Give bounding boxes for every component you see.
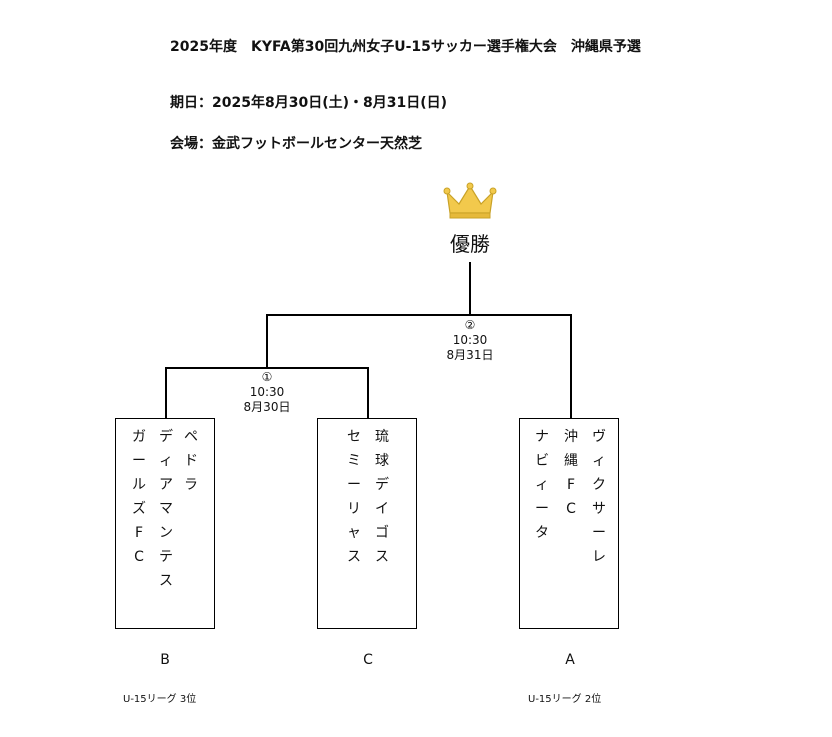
semifinal-match-info: ① 10:30 8月30日 [227,370,307,415]
team-name-char: 琉 [375,429,389,445]
team-name-char: ィ [159,453,173,469]
team-name-char: ル [132,477,146,493]
seed-label-b: B [160,652,170,668]
team-name-char: C [134,549,144,565]
team-name-char: レ [592,549,606,565]
semifinal-left-drop-line [165,367,167,418]
crown-icon [443,182,497,219]
team-name-char: ィ [535,477,549,493]
event-venue: 会場：金武フットボールセンター天然芝 [170,136,422,152]
team-name-char: F [566,477,576,493]
team-name-char: ミ [347,453,361,469]
team-name-char: ィ [592,453,606,469]
team-name-char: ス [159,573,173,589]
league-rank-b: U-15リーグ 3位 [123,694,197,705]
team-name-char: 沖 [564,429,578,445]
final-horizontal-line [266,314,572,316]
team-name-column: ディアマンテス [157,425,175,593]
semifinal-match-date: 8月30日 [243,400,291,414]
team-name-char: ー [535,501,549,517]
team-name-char: ー [132,453,146,469]
final-match-info: ② 10:30 8月31日 [430,318,510,363]
final-match-number: ② [464,318,476,332]
final-right-drop-line [570,314,572,418]
team-name-char: 縄 [564,453,578,469]
final-match-time: 10:30 [452,333,488,347]
team-name-char: ク [592,477,606,493]
final-match-date: 8月31日 [446,348,494,362]
semifinal-match-number: ① [261,370,273,384]
semifinal-match-time: 10:30 [249,385,285,399]
team-name-char: テ [159,549,173,565]
team-name-char: ビ [535,453,549,469]
team-name-column: セミーリャス [345,425,363,569]
team-name-column: ペドラ [182,425,200,497]
team-name-char: セ [347,429,361,445]
team-name-char: F [134,525,144,541]
seed-label-a: A [565,652,575,668]
team-name-char: ン [159,525,173,541]
page-title: 2025年度 KYFA第30回九州女子U-15サッカー選手権大会 沖縄県予選 [170,39,641,55]
team-name-column: 琉球デイゴス [373,425,391,569]
team-name-char: ペ [184,429,198,445]
team-name-char: ラ [184,477,198,493]
team-name-char: ガ [132,429,146,445]
semifinal-right-drop-line [367,367,369,418]
champion-label: 優勝 [450,232,490,256]
team-box-c: 琉球デイゴス セミーリャス [317,418,417,629]
league-rank-a: U-15リーグ 2位 [528,694,602,705]
team-name-column: ナビィータ [533,425,551,545]
team-name-char: ス [347,549,361,565]
team-name-char: ア [159,477,173,493]
team-name-char: マ [159,501,173,517]
final-left-drop-line [266,314,268,368]
team-name-char: ナ [535,429,549,445]
team-name-char: サ [592,501,606,517]
team-name-char: デ [159,429,173,445]
team-name-char: ヴ [592,429,606,445]
team-name-char: ー [592,525,606,541]
team-name-char: タ [535,525,549,541]
team-name-char: C [566,501,576,517]
semifinal-horizontal-line [165,367,369,369]
team-name-char: ー [347,477,361,493]
team-name-char: 球 [375,453,389,469]
team-name-char: ス [375,549,389,565]
team-name-char: ド [184,453,198,469]
team-name-char: ズ [132,501,146,517]
event-date: 期日：2025年8月30日(土)・8月31日(日) [170,95,448,111]
team-name-column: ヴィクサーレ [590,425,608,569]
team-name-char: イ [375,501,389,517]
team-name-char: ゴ [375,525,389,541]
team-name-char: デ [375,477,389,493]
seed-label-c: C [363,652,373,668]
final-stem-line [469,262,471,314]
team-name-char: ャ [347,525,361,541]
team-name-char: リ [347,501,361,517]
